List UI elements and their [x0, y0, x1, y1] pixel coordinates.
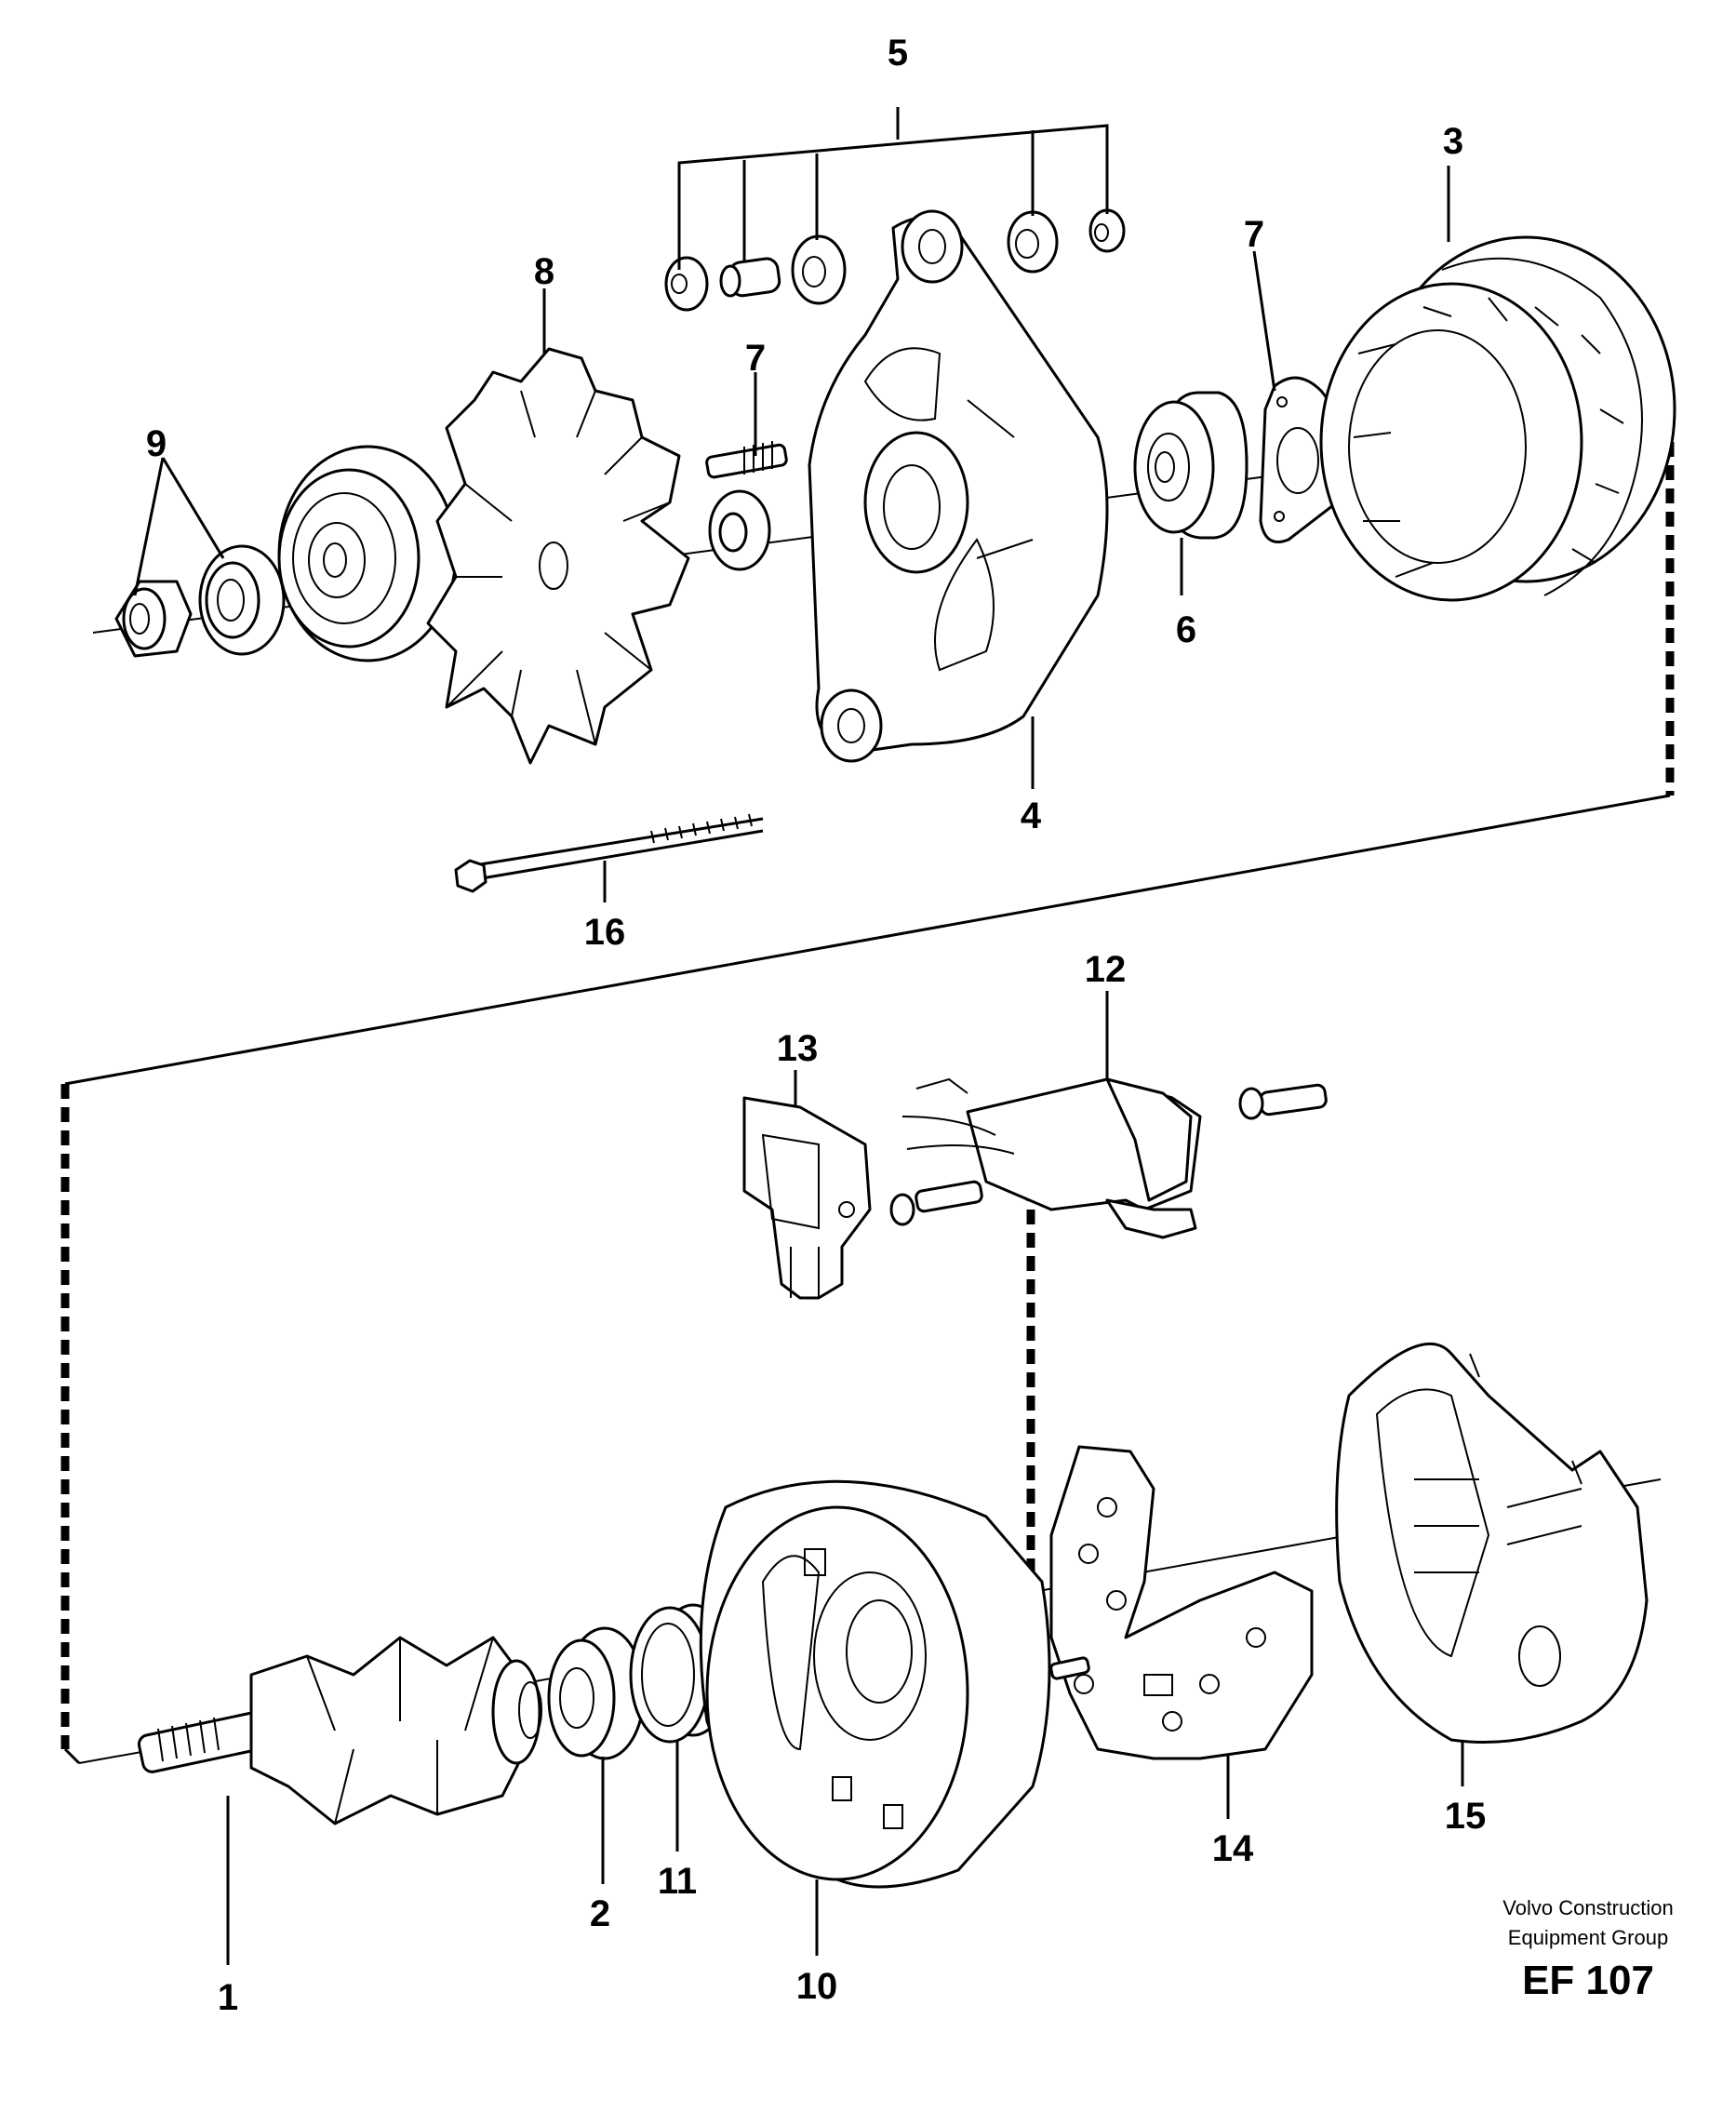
callout-7-stud: 7: [745, 338, 766, 379]
callout-7-plate: 7: [1244, 214, 1264, 255]
callout-4: 4: [1021, 796, 1042, 836]
spacer-washer: [708, 489, 771, 571]
callout-6: 6: [1176, 609, 1196, 650]
part-14-rectifier: [1049, 1445, 1314, 1760]
part-9-nut-and-washer: [114, 544, 286, 658]
callout-11: 11: [658, 1861, 697, 1902]
part-6-bearing: [1133, 391, 1249, 540]
part-3-stator: [1319, 235, 1676, 602]
part-15-cover: [1335, 1342, 1649, 1744]
callout-12: 12: [1085, 949, 1127, 990]
callout-14: 14: [1212, 1828, 1254, 1869]
footer-figure-code: EF 107: [1522, 1958, 1654, 2003]
callout-16: 16: [584, 912, 626, 953]
callout-15: 15: [1445, 1796, 1487, 1837]
connector-line-upper: [64, 794, 1671, 1086]
callout-9: 9: [146, 423, 167, 464]
part-5-leader-bracket: [677, 107, 1109, 270]
callout-13: 13: [777, 1028, 819, 1069]
leader-lines: [133, 166, 1464, 1965]
footer-company-line-1: Volvo Construction: [1502, 1896, 1673, 1919]
callout-8: 8: [534, 251, 554, 292]
callout-10: 10: [796, 1966, 838, 2007]
part-1-rotor: [137, 1636, 542, 1825]
part-13-brush-holder: [742, 1096, 983, 1300]
callout-1: 1: [218, 1977, 238, 2018]
part-2-bearing: [547, 1626, 646, 1760]
callout-2: 2: [590, 1893, 610, 1934]
part-7-stud: [705, 441, 788, 479]
part-16-through-bolt: [454, 813, 764, 893]
callout-5: 5: [888, 33, 908, 74]
callout-3: 3: [1443, 121, 1463, 162]
connector-line-lower: [63, 1747, 81, 1765]
pulley: [277, 445, 458, 662]
part-4-drive-end-bracket: [808, 209, 1109, 763]
footer-company-line-2: Equipment Group: [1508, 1926, 1668, 1949]
part-12-regulator: [901, 1077, 1328, 1239]
part-5-bushing-set: [664, 208, 1126, 312]
part-10-end-bracket: [699, 1479, 1051, 1889]
part-8-fan: [426, 347, 690, 765]
